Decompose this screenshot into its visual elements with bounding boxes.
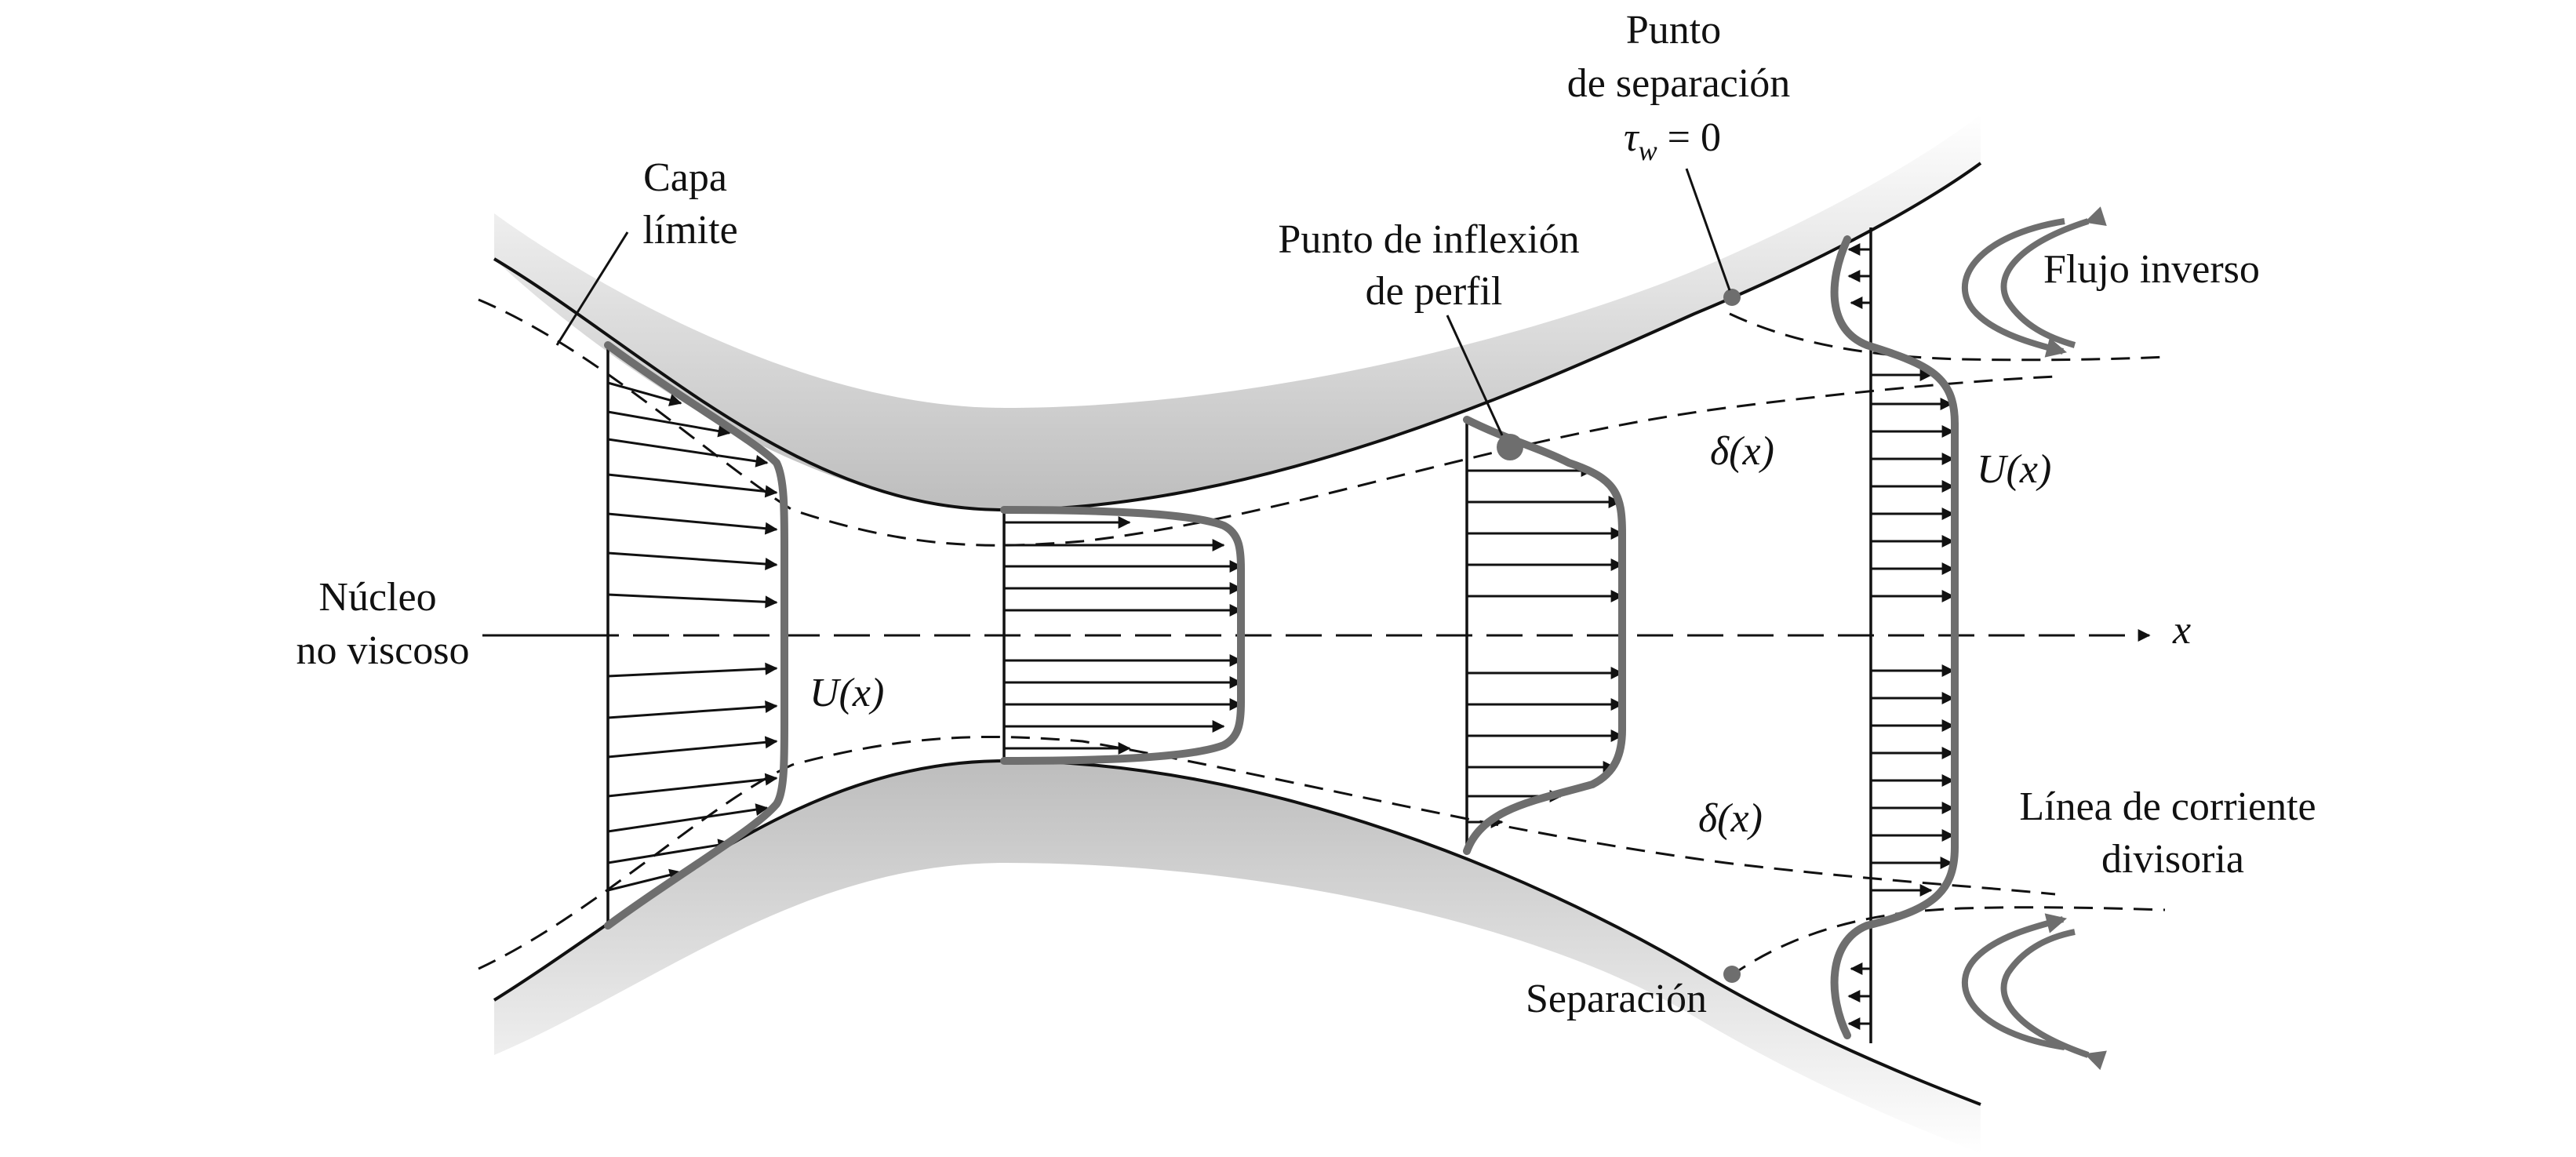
dividing-streamline-bottom	[1729, 906, 2166, 978]
label-delta-bottom: δ(x)	[1698, 796, 1763, 841]
top-wall	[493, 115, 1982, 512]
boundary-layer-edge-top	[478, 298, 2056, 547]
velocity-arrows-3	[1467, 464, 1624, 828]
reverse-flow-arrows-bottom	[1847, 962, 1871, 1030]
velocity-arrows-1	[607, 381, 778, 892]
reverse-flow-swirls	[1961, 206, 2107, 1071]
label-u-right: U(x)	[1977, 447, 2051, 492]
label-separacion: Separación	[1526, 977, 1707, 1021]
leader-inflexion	[1446, 315, 1504, 436]
velocity-profile-3	[1463, 416, 1626, 855]
leader-capa-limite	[555, 231, 629, 346]
leader-separacion-top	[1685, 168, 1731, 291]
label-tau-wall: τw = 0	[1624, 115, 1721, 166]
label-sep-point: Punto de separación	[1567, 8, 1790, 106]
label-inflexion: Punto de inflexión de perfil	[1278, 217, 1589, 314]
separation-point-top	[1723, 289, 1741, 306]
velocity-arrows-4	[1871, 369, 1955, 897]
label-capa-limite: Capa límite	[642, 155, 737, 253]
label-delta-top: δ(x)	[1710, 429, 1774, 474]
dividing-streamline-top	[1729, 312, 2166, 362]
separation-point-bottom	[1723, 966, 1741, 983]
x-axis-label: x	[2172, 608, 2191, 653]
reverse-flow-arrows-top	[1847, 243, 1871, 309]
label-flujo-inverso: Flujo inverso	[2043, 247, 2260, 292]
label-nucleo: Núcleo no viscoso	[297, 575, 470, 673]
velocity-profile-4	[1830, 227, 1959, 1043]
velocity-profile-2	[1000, 506, 1245, 765]
label-linea-corriente: Línea de corriente divisoria	[2019, 784, 2326, 882]
label-u-left: U(x)	[810, 671, 884, 715]
inflection-point-marker	[1497, 434, 1523, 460]
velocity-arrows-2	[1004, 516, 1243, 755]
